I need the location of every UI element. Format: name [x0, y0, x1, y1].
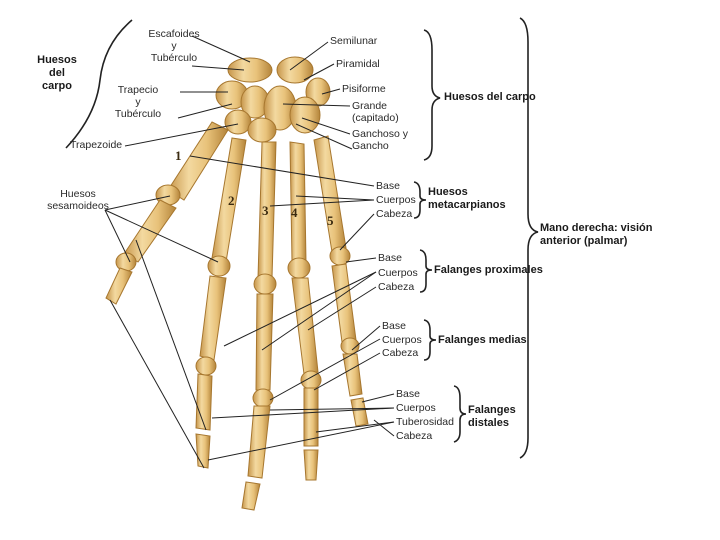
view-title: Mano derecha: visión anterior (palmar) [540, 222, 652, 248]
ganchoso-text: Ganchoso y [352, 128, 409, 140]
distales-line-2: distales [468, 417, 509, 429]
distal-cabeza: Cabeza [396, 430, 433, 442]
proximal-cabeza: Cabeza [378, 281, 415, 293]
view-line-2: anterior (palmar) [540, 235, 628, 247]
group-carpo: Huesos del carpo [444, 91, 536, 103]
sesamoid-line-2: sesamoideos [47, 200, 109, 212]
trapecio-y: y [135, 96, 141, 108]
metacarpal-number-1: 1 [175, 148, 182, 163]
proximal-cuerpos: Cuerpos [378, 266, 418, 279]
view-line-1: Mano derecha: visión [540, 222, 653, 234]
group-metacarpianos: Huesos metacarpianos [428, 186, 506, 212]
left-carpus-line-2: del [49, 67, 65, 79]
label-piramidal: Piramidal [336, 58, 380, 70]
left-carpus-line-1: Huesos [37, 54, 77, 66]
metacarpal-number-5: 5 [327, 213, 334, 228]
little-finger-bones [313, 135, 369, 427]
escafoides-tuberculo: Tubérculo [150, 52, 198, 64]
metacarpal-number-4: 4 [291, 205, 298, 220]
label-trapezoide: Trapezoide [70, 139, 123, 151]
distales-line-1: Falanges [468, 404, 516, 416]
label-metacarpal-parts: Base Cuerpos Cabeza [376, 180, 416, 222]
braces [65, 17, 539, 459]
distal-tuberosidad: Tuberosidad [396, 416, 454, 428]
middle-cuerpos: Cuerpos [382, 333, 422, 346]
middle-finger-bones [241, 141, 277, 511]
middle-base: Base [382, 320, 406, 332]
label-grande: Grande (capitado) [352, 100, 399, 124]
brace-metacarpals [413, 181, 427, 219]
carpal-bones [215, 56, 331, 143]
bones [105, 56, 369, 511]
grande-capitado: (capitado) [352, 112, 399, 124]
group-distales: Falanges distales [468, 404, 516, 430]
group-proximales: Falanges proximales [434, 264, 543, 276]
metacarpal-base: Base [376, 180, 400, 192]
metacarpal-cuerpos: Cuerpos [376, 194, 416, 206]
left-carpus-group-label: Huesos del carpo [18, 54, 96, 93]
sesamoid-line-1: Huesos [60, 188, 96, 200]
middle-cabeza: Cabeza [382, 347, 419, 359]
label-distal-parts: Base Cuerpos Tuberosidad Cabeza [396, 388, 454, 444]
label-escafoides: Escafoides y Tubérculo [134, 28, 214, 64]
brace-distal [453, 385, 467, 443]
label-ganchoso: Ganchoso y Gancho [352, 128, 408, 152]
leader-lines [104, 35, 395, 469]
brace-left-carpus [65, 19, 133, 149]
distal-base: Base [396, 388, 420, 400]
label-trapecio: Trapecio y Tubérculo [102, 84, 174, 120]
grande-text: Grande [352, 100, 388, 112]
ring-finger-bones [287, 141, 322, 481]
distal-cuerpos: Cuerpos [396, 402, 436, 414]
index-finger-bones [195, 137, 247, 469]
escafoides-y: y [171, 40, 177, 52]
label-pisiforme: Pisiforme [342, 83, 386, 95]
metacarpianos-line-1: Huesos [428, 186, 468, 198]
label-middle-parts: Base Cuerpos Cabeza [382, 320, 422, 361]
left-carpus-line-3: carpo [42, 80, 72, 92]
trapecio-tuberculo: Tubérculo [114, 108, 162, 120]
metacarpal-cabeza: Cabeza [376, 208, 413, 220]
metacarpianos-line-2: metacarpianos [428, 199, 506, 211]
escafoides-text: Escafoides [148, 28, 200, 40]
label-semilunar: Semilunar [330, 35, 378, 47]
brace-middle [423, 319, 437, 361]
group-medias: Falanges medias [438, 334, 527, 346]
brace-proximal [419, 249, 433, 293]
brace-whole-hand [519, 17, 539, 459]
metacarpal-number-3: 3 [262, 203, 269, 218]
trapecio-text: Trapecio [117, 84, 159, 96]
metacarpal-number-2: 2 [228, 193, 235, 208]
proximal-base: Base [378, 252, 402, 264]
gancho-text: Gancho [352, 140, 389, 152]
brace-carpus [423, 29, 441, 161]
label-proximal-parts: Base Cuerpos Cabeza [378, 252, 418, 296]
label-sesamoid: Huesos sesamoideos [38, 188, 118, 212]
